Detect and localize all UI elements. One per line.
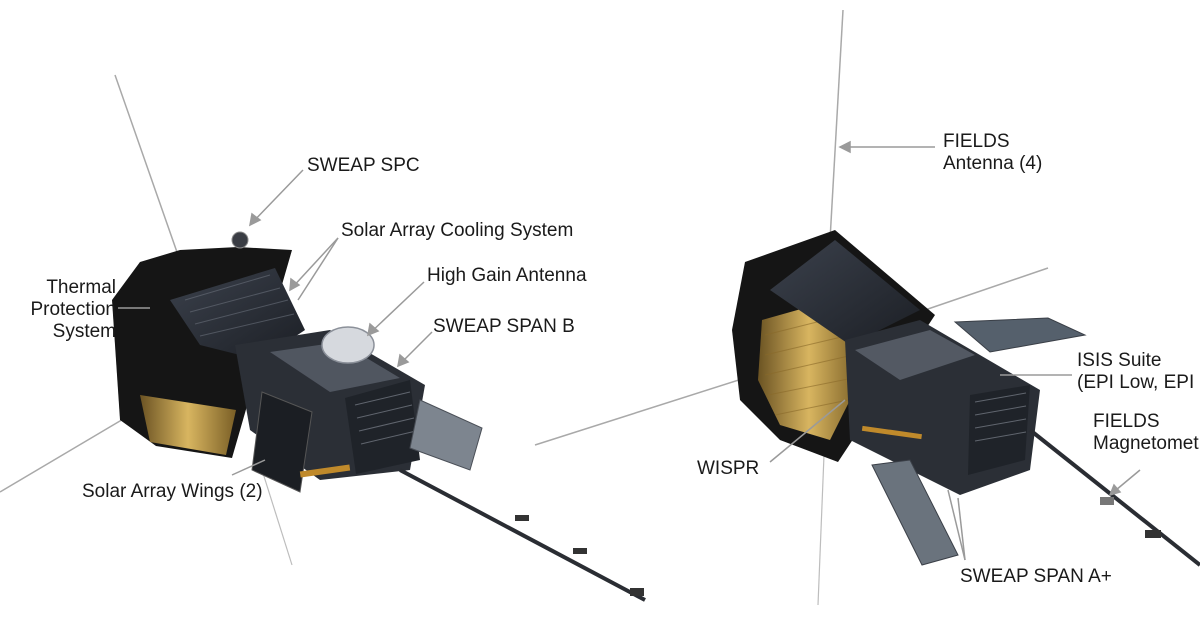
label-magnetometer-line-2: Magnetomet: [1093, 433, 1199, 454]
label-fields-antenna: FIELDS Antenna (4): [943, 131, 1042, 175]
label-thermal-protection-system: Thermal Protection System: [30, 277, 116, 343]
right-fields-antenna-right: [924, 267, 1049, 311]
right-cone-upper: [770, 240, 920, 345]
label-sweap-spc: SWEAP SPC: [307, 155, 420, 176]
leader-cooling-1: [289, 237, 339, 291]
right-fields-antenna-top: [829, 9, 844, 241]
leader-cooling-2: [297, 237, 339, 301]
label-isis-line-1: ISIS Suite: [1077, 350, 1162, 371]
left-high-gain-dish: [321, 326, 375, 364]
left-spacecraft: [0, 74, 646, 602]
label-tps-line-2: Protection: [30, 299, 116, 320]
label-magnetometer-line-1: FIELDS: [1093, 411, 1160, 432]
left-fields-antenna-bottom: [0, 417, 126, 493]
label-fields-antenna-line-1: FIELDS: [943, 131, 1010, 152]
leader-sweap-spc: [249, 169, 304, 226]
left-mag-boom: [399, 468, 646, 602]
label-fields-antenna-line-2: Antenna (4): [943, 153, 1043, 174]
left-solar-wing: [251, 391, 313, 493]
leader-span-a-2: [957, 497, 966, 561]
left-gold-band: [140, 395, 236, 455]
left-cone: [170, 268, 305, 360]
leader-wings: [231, 459, 266, 476]
label-isis-line-2: (EPI Low, EPI: [1077, 372, 1195, 393]
label-solar-array-wings: Solar Array Wings (2): [82, 481, 263, 502]
left-sweap-spc-cup: [231, 231, 249, 249]
right-fields-antenna-bottom: [817, 429, 826, 606]
right-solar-wing-upper: [953, 317, 1087, 353]
label-high-gain-antenna: High Gain Antenna: [427, 265, 587, 286]
label-isis-suite: ISIS Suite (EPI Low, EPI: [1077, 350, 1194, 394]
label-sweap-span-a-plus: SWEAP SPAN A+: [960, 566, 1112, 587]
left-solar-wing-far: [409, 399, 483, 471]
leader-wispr: [769, 399, 846, 463]
label-tps-line-3: System: [52, 321, 116, 342]
right-spacecraft: [534, 9, 1200, 606]
leader-hga: [367, 281, 425, 336]
leader-lines: [118, 140, 1141, 561]
left-fields-antenna-top: [114, 74, 179, 256]
label-sweap-span-b: SWEAP SPAN B: [433, 316, 575, 337]
right-fields-antenna-left: [534, 377, 746, 446]
label-fields-magnetometer: FIELDS Magnetomet: [1093, 411, 1199, 455]
label-tps-line-1: Thermal: [46, 277, 116, 298]
label-solar-array-cooling-system: Solar Array Cooling System: [341, 220, 574, 241]
left-fields-antenna-lower: [261, 469, 293, 566]
leader-span-a: [947, 489, 966, 561]
right-solar-wing-lower: [871, 459, 959, 566]
label-wispr: WISPR: [697, 458, 760, 479]
right-mag-boom: [1028, 428, 1200, 567]
